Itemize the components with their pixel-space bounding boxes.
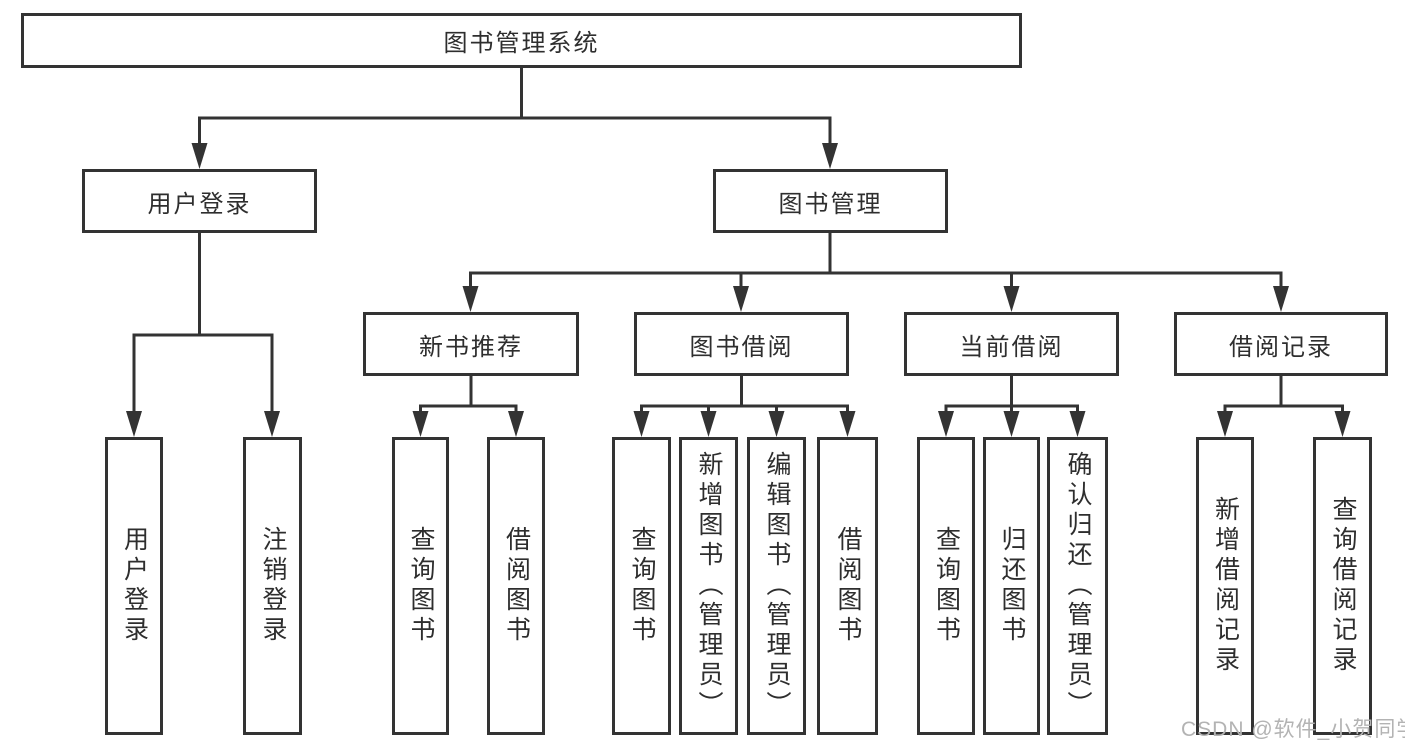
arrowhead [768, 411, 785, 437]
arrowhead [822, 143, 838, 169]
arrowhead [264, 411, 280, 437]
arrowhead [1217, 411, 1233, 437]
leaf-query-borrow-record: 查询借阅记录 [1313, 437, 1372, 735]
node-label: 编辑图书（管理员） [763, 451, 791, 721]
node-label: 注销登录 [259, 526, 287, 646]
arrowhead [1334, 411, 1351, 437]
node-label: 查询图书 [628, 526, 656, 646]
arrowhead [733, 286, 749, 312]
arrowhead [1003, 411, 1020, 437]
node-label: 查询图书 [407, 526, 435, 646]
connector-newbook-branch [419, 404, 518, 412]
node-label: 用户登录 [120, 526, 149, 646]
arrowhead [839, 411, 856, 437]
node-label: 用户登录 [147, 190, 252, 218]
node-label: 图书管理系统 [443, 30, 600, 57]
arrowhead [508, 411, 524, 437]
node-label: 新书推荐 [419, 333, 523, 361]
arrowhead [1273, 286, 1289, 312]
connector-level2-branch [198, 116, 832, 145]
node-label: 新增图书（管理员） [695, 451, 723, 721]
leaf-borrow-book-borrow: 借阅图书 [817, 437, 878, 735]
arrowhead [633, 411, 650, 437]
node-label: 借阅记录 [1229, 333, 1333, 361]
leaf-query-book-borrow: 查询图书 [612, 437, 671, 735]
leaf-user-login: 用户登录 [105, 437, 163, 735]
leaf-query-book-current: 查询图书 [917, 437, 975, 735]
arrowhead [412, 411, 429, 437]
arrowhead [1069, 411, 1086, 437]
node-user-login: 用户登录 [82, 169, 317, 233]
leaf-edit-book-admin: 编辑图书（管理员） [747, 437, 806, 735]
connector-level3-branch [469, 271, 1283, 287]
node-label: 查询借阅记录 [1329, 496, 1357, 676]
node-borrow-record: 借阅记录 [1174, 312, 1388, 376]
node-book-borrow: 图书借阅 [634, 312, 849, 376]
csdn-watermark: CSDN @软件_小贺同学 [1181, 718, 1405, 741]
leaf-confirm-return-admin: 确认归还（管理员） [1047, 437, 1108, 735]
node-book-management: 图书管理 [713, 169, 948, 233]
node-label: 确认归还（管理员） [1064, 451, 1092, 721]
connector-borrowrecord-branch [1223, 404, 1344, 412]
connector-userlogin-branch [132, 333, 274, 412]
arrowhead [1003, 286, 1020, 312]
leaf-add-borrow-record: 新增借阅记录 [1196, 437, 1254, 735]
node-label: 图书借阅 [689, 333, 794, 361]
node-label: 图书管理 [778, 190, 883, 218]
node-label: 新增借阅记录 [1211, 496, 1240, 676]
arrowhead [126, 411, 142, 437]
leaf-query-book-newbook: 查询图书 [392, 437, 449, 735]
node-label: 归还图书 [998, 526, 1026, 646]
node-label: 当前借阅 [959, 333, 1064, 361]
node-label: 查询图书 [932, 526, 961, 646]
leaf-logout: 注销登录 [243, 437, 302, 735]
node-new-book-recommend: 新书推荐 [363, 312, 579, 376]
leaf-borrow-book-newbook: 借阅图书 [487, 437, 545, 735]
connector-bookborrow-branch [640, 404, 849, 412]
node-label: 借阅图书 [834, 526, 862, 646]
arrowhead [462, 286, 479, 312]
node-label: 借阅图书 [502, 526, 531, 646]
leaf-add-book-admin: 新增图书（管理员） [679, 437, 738, 735]
node-root-system: 图书管理系统 [21, 13, 1022, 68]
node-current-borrow: 当前借阅 [904, 312, 1119, 376]
arrowhead [938, 411, 954, 437]
leaf-return-book: 归还图书 [983, 437, 1040, 735]
arrowhead [191, 143, 208, 169]
arrowhead [700, 411, 717, 437]
